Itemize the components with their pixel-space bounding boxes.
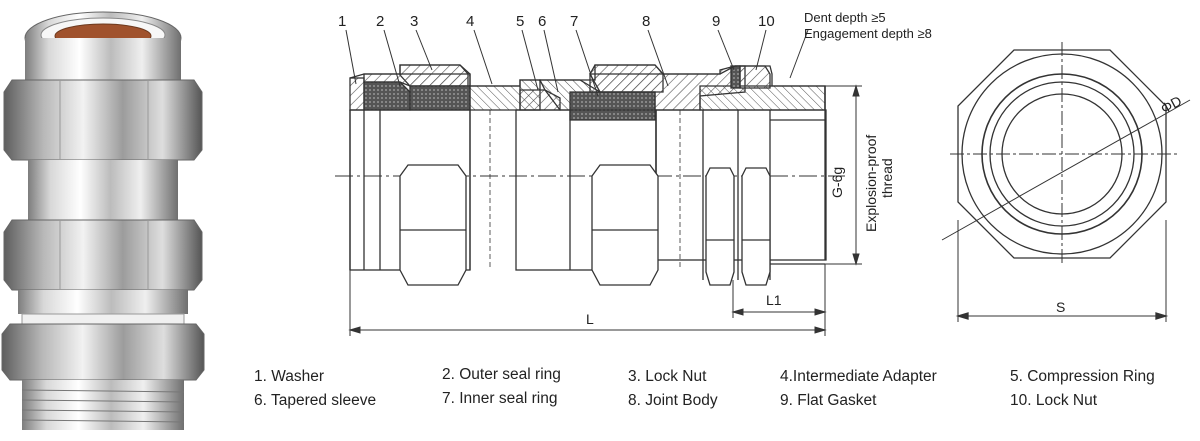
callout-labels: 1 2 3 4 5 6 7 8 9 10 [338,13,775,30]
callout-10: 10 [758,13,775,30]
callout-3: 3 [410,13,418,30]
section-view [335,29,862,336]
hex-faces [379,110,771,286]
upper-section [349,64,826,121]
thread-label-1: Explosion-proof [863,135,879,232]
note-dent-depth: Dent depth ≥5 [804,10,886,25]
callout-2: 2 [376,13,384,30]
legend-item-7: 7. Inner seal ring [442,390,558,407]
notes: Dent depth ≥5 Engagement depth ≥8 [804,10,932,41]
callout-4: 4 [466,13,474,30]
thread-label-2: thread [879,158,895,198]
product-photo [1,11,205,430]
legend-item-3: 3. Lock Nut [628,368,707,385]
legend-item-4: 4.Intermediate Adapter [780,368,937,385]
callout-1: 1 [338,13,346,30]
thread-spec: G-6g [829,167,845,198]
outer-profile [349,86,827,280]
legend-item-6: 6. Tapered sleeve [254,392,377,409]
callout-leaders [345,29,809,97]
callout-8: 8 [642,13,650,30]
dimension-lines [348,84,862,336]
legend-item-5: 5. Compression Ring [1010,368,1155,385]
callout-9: 9 [712,13,720,30]
dim-L1: L1 [766,292,782,308]
legend-item-2: 2. Outer seal ring [442,366,561,383]
dimension-labels: L L1 G-6g Explosion-proof thread [586,135,895,327]
dim-S: S [1056,299,1065,315]
callout-6: 6 [538,13,546,30]
dim-L: L [586,311,594,327]
legend-item-8: 8. Joint Body [628,392,718,409]
note-engagement-depth: Engagement depth ≥8 [804,26,932,41]
callout-5: 5 [516,13,524,30]
legend-item-10: 10. Lock Nut [1010,392,1098,409]
end-view [941,42,1191,322]
legend-item-1: 1. Washer [254,368,325,385]
legend-item-9: 9. Flat Gasket [780,392,877,409]
callout-7: 7 [570,13,578,30]
outer-seal-ring [363,81,411,111]
